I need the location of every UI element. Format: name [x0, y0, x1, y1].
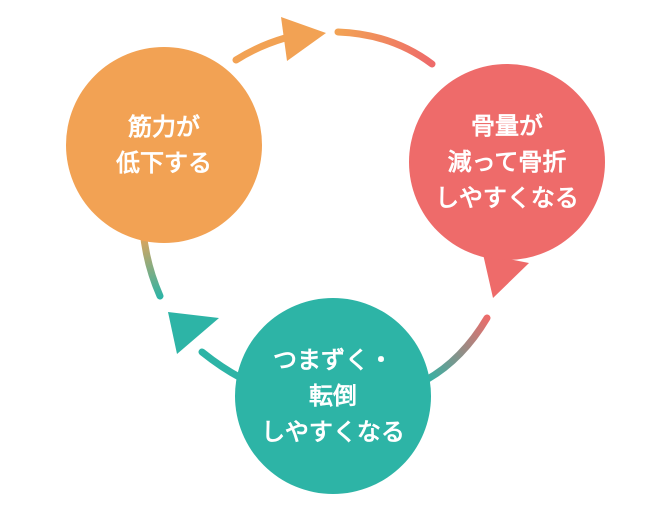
node-bone-loss: 骨量が 減って骨折 しやすくなる	[409, 64, 605, 260]
node-fall-line-3: しやすくなる	[261, 418, 405, 446]
arrowhead-right-icon	[483, 254, 529, 298]
node-bone-line-2: 減って骨折	[447, 148, 567, 176]
node-bone-line-3: しやすくなる	[435, 184, 579, 212]
arc-muscle-to-bone	[232, 34, 289, 64]
node-fall-line-2: 転倒	[309, 382, 357, 410]
node-fall-line-1: つまずく・	[273, 346, 393, 374]
node-muscle-decline: 筋力が 低下する	[66, 47, 262, 243]
node-fall-risk: つまずく・ 転倒 しやすくなる	[235, 298, 431, 494]
arc-bottom-gradient	[422, 314, 491, 384]
arrowhead-top-icon	[281, 17, 326, 61]
node-muscle-line-1: 筋力が	[128, 113, 200, 141]
arrowhead-left-icon	[168, 312, 219, 354]
arc-fall-to-muscle	[198, 348, 245, 382]
arc-top-gradient	[334, 28, 436, 68]
node-muscle-line-2: 低下する	[116, 149, 212, 177]
node-bone-line-1: 骨量が	[471, 112, 543, 140]
